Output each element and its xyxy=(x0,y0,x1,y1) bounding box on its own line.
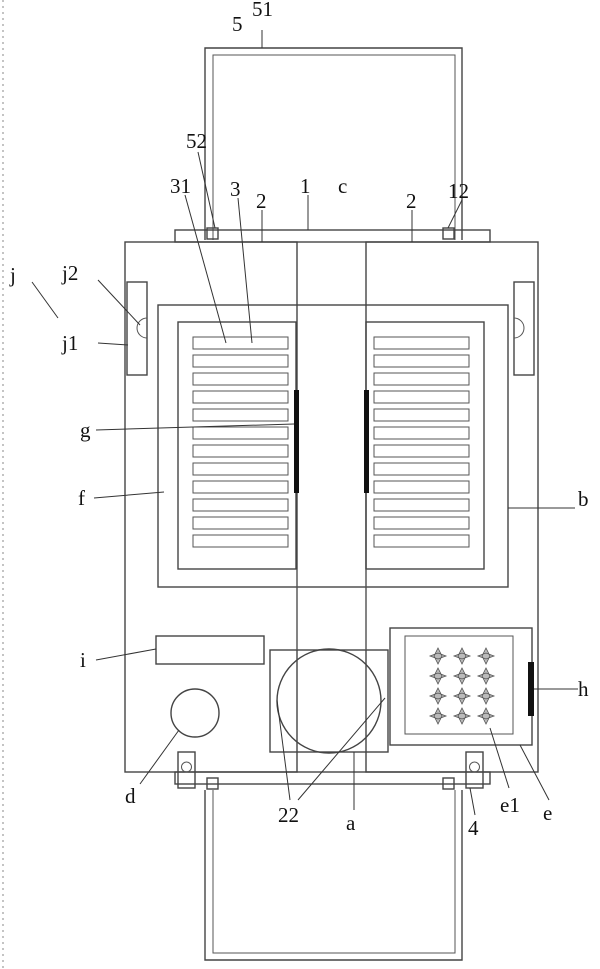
pad-j-left xyxy=(126,281,148,376)
component-i xyxy=(155,635,265,665)
label-j: j xyxy=(9,263,16,287)
label-j2: j2 xyxy=(61,261,78,285)
right-fins xyxy=(373,336,470,548)
left-fins xyxy=(192,336,289,548)
label-31: 31 xyxy=(170,174,191,198)
bottom-buckle-left xyxy=(206,777,219,790)
label-f: f xyxy=(78,486,85,510)
stud-grid-e1 xyxy=(428,647,496,725)
label-b: b xyxy=(578,487,589,511)
hinge-clip-right xyxy=(465,751,484,789)
label-i: i xyxy=(80,648,86,672)
label-22: 22 xyxy=(278,803,299,827)
outer-frame-f xyxy=(157,304,509,588)
label-3: 3 xyxy=(230,177,241,201)
bottom-buckle-right xyxy=(442,777,455,790)
strip-g-left xyxy=(294,390,299,493)
buckle-52 xyxy=(206,227,219,240)
label-4: 4 xyxy=(468,816,479,840)
label-e: e xyxy=(543,801,552,825)
strip-g-right xyxy=(364,390,369,493)
label-2-right: 2 xyxy=(406,189,417,213)
module-e-inner xyxy=(404,635,514,735)
strip-h xyxy=(528,662,534,716)
label-c: c xyxy=(338,174,347,198)
label-5: 5 xyxy=(232,12,243,36)
module-e xyxy=(389,627,533,746)
label-j1: j1 xyxy=(61,331,78,355)
label-1: 1 xyxy=(300,174,311,198)
hinge-clip-left xyxy=(177,751,196,789)
hinge-pin-right xyxy=(469,761,480,773)
label-g: g xyxy=(80,418,91,442)
label-d: d xyxy=(125,784,136,808)
pad-j2-right xyxy=(513,317,525,339)
top-strap xyxy=(204,47,463,240)
top-connector xyxy=(174,229,491,243)
label-2-left: 2 xyxy=(256,189,267,213)
label-h: h xyxy=(578,677,589,701)
hinge-pin-left xyxy=(181,761,192,773)
bottom-strap-inner xyxy=(212,790,456,954)
label-51: 51 xyxy=(252,0,273,21)
leader-lines xyxy=(31,30,578,816)
label-e1: e1 xyxy=(500,793,520,817)
component-d xyxy=(170,688,220,738)
bottom-strap xyxy=(204,790,463,961)
bottom-connector xyxy=(174,771,491,785)
pad-j2-left xyxy=(136,317,148,339)
label-a: a xyxy=(346,811,356,835)
label-12: 12 xyxy=(448,179,469,203)
top-strap-inner xyxy=(212,54,456,240)
pad-j-right xyxy=(513,281,535,376)
label-52: 52 xyxy=(186,129,207,153)
hinge-box-a xyxy=(269,649,389,753)
